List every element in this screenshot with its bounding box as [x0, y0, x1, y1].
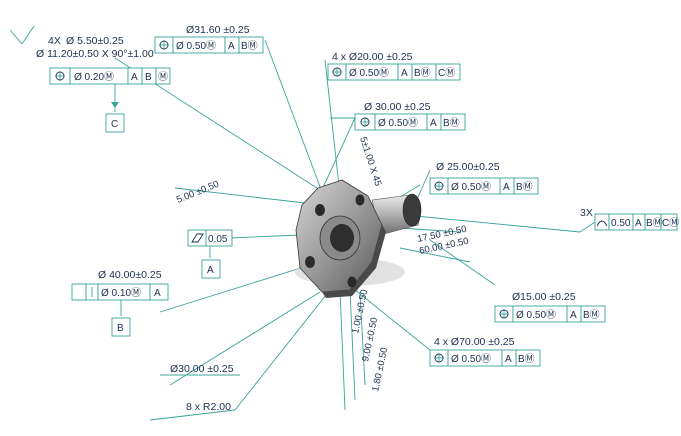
flatness-tol: 0.05 — [208, 234, 228, 245]
svg-text:BⓂ: BⓂ — [414, 67, 431, 79]
dim-30-00-bottom-text: Ø30.00 ±0.25 — [170, 363, 234, 375]
svg-text:BⓂ: BⓂ — [443, 117, 460, 129]
dim-31-60-text: Ø31.60 ±0.25 — [186, 24, 250, 36]
callout-dia-40-00: Ø 40.00±0.25 Ø 0.10Ⓜ A B — [71, 269, 169, 337]
dim-20-00-text: 4 x Ø20.00 ±0.25 — [332, 51, 413, 63]
svg-text:BⓂ: BⓂ — [241, 40, 258, 52]
dim-25-00-text: Ø 25.00±0.25 — [436, 161, 500, 173]
fcf-flatness: 0.05 — [187, 229, 233, 247]
profile-count: 3X — [580, 207, 593, 219]
chamfer-text: 5±1.00 X 45 — [357, 136, 383, 188]
svg-text:CⓂ: CⓂ — [438, 67, 455, 79]
fcf-profile: 0.50 A BⓂ CⓂ — [594, 213, 679, 231]
svg-text:Ø 0.10Ⓜ: Ø 0.10Ⓜ — [101, 287, 141, 299]
svg-text:A: A — [503, 182, 510, 193]
flange-shaft-part — [295, 179, 422, 298]
callout-dia-15-00: Ø15.00 ±0.25 Ø 0.50Ⓜ A BⓂ — [494, 291, 606, 323]
fcf-31-60: Ø 0.50Ⓜ A BⓂ — [154, 36, 264, 54]
svg-text:A: A — [228, 41, 235, 52]
svg-text:Ø 0.50Ⓜ: Ø 0.50Ⓜ — [176, 40, 216, 52]
dim-15-00-text: Ø15.00 ±0.25 — [512, 291, 576, 303]
radius-text: 8 x R2.00 — [186, 401, 231, 413]
leader-lines — [9, 25, 596, 421]
svg-text:Ø 0.50Ⓜ: Ø 0.50Ⓜ — [451, 181, 491, 193]
callout-flatness: 0.05 A — [187, 229, 233, 279]
svg-text:A: A — [401, 68, 408, 79]
fcf-hole-datum-a: A — [131, 72, 138, 83]
svg-text:BⓂ: BⓂ — [518, 353, 535, 365]
hole-count: 4X — [48, 35, 61, 47]
callout-dia-31-60: Ø31.60 ±0.25 Ø 0.50Ⓜ A BⓂ — [154, 24, 264, 54]
svg-text:A: A — [505, 354, 512, 365]
fcf-hole-datum-b: B — [145, 72, 152, 83]
fcf-hole-position: Ø 0.20Ⓜ A B Ⓜ — [49, 67, 171, 85]
svg-text:BⓂ: BⓂ — [516, 181, 533, 193]
svg-text:A: A — [430, 118, 437, 129]
svg-text:0.50: 0.50 — [611, 218, 631, 229]
svg-text:A: A — [570, 310, 577, 321]
fcf-40-00: Ø 0.10Ⓜ A — [71, 283, 169, 301]
hole-counterbore: Ø 11.20±0.50 X 90°±1.00° — [36, 48, 158, 60]
dim-30-00-top-text: Ø 30.00 ±0.25 — [364, 101, 431, 113]
svg-text:BⓂ: BⓂ — [646, 217, 663, 229]
hole-callout-4x: 4X Ø 5.50±0.25 Ø 11.20±0.50 X 90°±1.00° … — [36, 35, 171, 133]
svg-text:CⓂ: CⓂ — [662, 217, 679, 229]
svg-text:A: A — [154, 288, 161, 299]
callout-profile-3x: 3X 0.50 A BⓂ CⓂ — [580, 207, 679, 231]
fcf-25-00: Ø 0.50Ⓜ A BⓂ — [429, 177, 539, 195]
fcf-15-00: Ø 0.50Ⓜ A BⓂ — [494, 305, 606, 323]
callout-dia-25-00: Ø 25.00±0.25 Ø 0.50Ⓜ A BⓂ — [429, 161, 539, 195]
callout-dia-30-00-top: Ø 30.00 ±0.25 Ø 0.50Ⓜ A BⓂ — [354, 101, 466, 131]
fcf-70-00: Ø 0.50Ⓜ A BⓂ — [429, 349, 541, 367]
svg-text:Ø 0.50Ⓜ: Ø 0.50Ⓜ — [378, 117, 418, 129]
dim-70-00-text: 4 x Ø70.00 ±0.25 — [434, 336, 515, 348]
fcf-20-00: Ø 0.50Ⓜ A BⓂ CⓂ — [327, 63, 461, 81]
fcf-hole-datum-m: Ⓜ — [158, 71, 168, 83]
svg-text:BⓂ: BⓂ — [583, 309, 600, 321]
dim-1-80-text: 1.80 ±0.50 — [370, 346, 390, 392]
hole-diameter: Ø 5.50±0.25 — [66, 35, 124, 47]
fcf-30-00-top: Ø 0.50Ⓜ A BⓂ — [354, 113, 466, 131]
datum-b-label: B — [117, 323, 124, 334]
svg-text:Ø 0.50Ⓜ: Ø 0.50Ⓜ — [451, 353, 491, 365]
callout-dia-20-00: 4 x Ø20.00 ±0.25 Ø 0.50Ⓜ A BⓂ CⓂ — [327, 51, 461, 81]
svg-text:Ø 0.50Ⓜ: Ø 0.50Ⓜ — [516, 309, 556, 321]
dim-40-00-text: Ø 40.00±0.25 — [98, 269, 162, 281]
fcf-hole-tol: Ø 0.20Ⓜ — [74, 71, 114, 83]
callout-dia-70-00: 4 x Ø70.00 ±0.25 Ø 0.50Ⓜ A BⓂ — [429, 336, 541, 367]
svg-text:A: A — [635, 218, 642, 229]
datum-c-label: C — [111, 119, 118, 130]
datum-a-label: A — [207, 265, 214, 276]
svg-text:Ø 0.50Ⓜ: Ø 0.50Ⓜ — [349, 67, 389, 79]
